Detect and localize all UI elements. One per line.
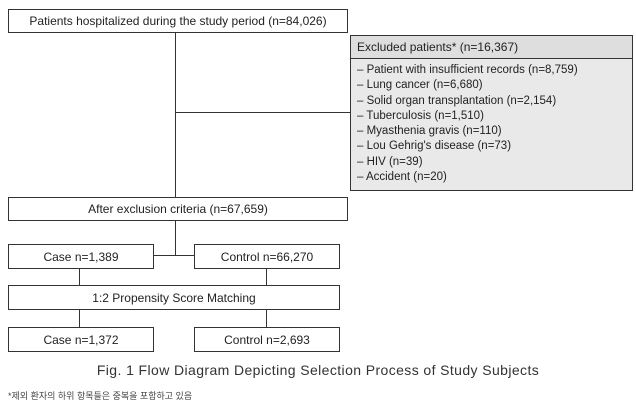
excluded-box: Excluded patients* (n=16,367) – Patient … [350,35,633,191]
figure-caption: Fig. 1 Flow Diagram Depicting Selection … [96,362,540,378]
connector-to-excluded [175,112,350,113]
excluded-list: – Patient with insufficient records (n=8… [351,59,632,189]
control-before-label: Control n=66,270 [220,249,314,264]
control-before-box: Control n=66,270 [194,244,340,269]
excluded-title: Excluded patients* (n=16,367) [351,36,632,59]
after-exclusion-box: After exclusion criteria (n=67,659) [8,197,348,221]
excluded-item: – Lou Gehrig's disease (n=73) [357,140,512,153]
excluded-item: – Myasthenia gravis (n=110) [357,125,502,138]
excluded-item: – Tuberculosis (n=1,510) [357,109,484,122]
matching-label: 1:2 Propensity Score Matching [92,290,256,305]
control-after-label: Control n=2,693 [224,332,310,347]
case-before-label: Case n=1,389 [43,249,119,264]
case-after-box: Case n=1,372 [8,327,154,352]
excluded-item: – Patient with insufficient records (n=8… [357,64,578,76]
case-before-box: Case n=1,389 [8,244,154,269]
case-after-label: Case n=1,372 [43,332,119,347]
excluded-item: – Lung cancer (n=6,680) [357,79,483,92]
excluded-item: – Accident (n=20) [357,171,447,184]
control-after-box: Control n=2,693 [194,327,340,352]
connector-case-to-matching [79,268,80,285]
connector-split-horizontal [153,255,195,256]
excluded-item: – HIV (n=39) [357,155,423,168]
connector-after-to-split [175,220,176,255]
connector-matching-to-case [79,309,80,327]
connector-matching-to-control [266,309,267,327]
after-exclusion-label: After exclusion criteria (n=67,659) [88,202,268,216]
matching-box: 1:2 Propensity Score Matching [8,285,340,310]
connector-main-vertical [175,32,176,197]
footnote: *제외 환자의 하위 항목들은 중복을 포함하고 있음 [8,391,193,401]
excluded-item: – Solid organ transplantation (n=2,154) [357,94,557,107]
hospitalized-box: Patients hospitalized during the study p… [8,9,348,33]
connector-control-to-matching [266,268,267,285]
hospitalized-label: Patients hospitalized during the study p… [29,14,327,28]
